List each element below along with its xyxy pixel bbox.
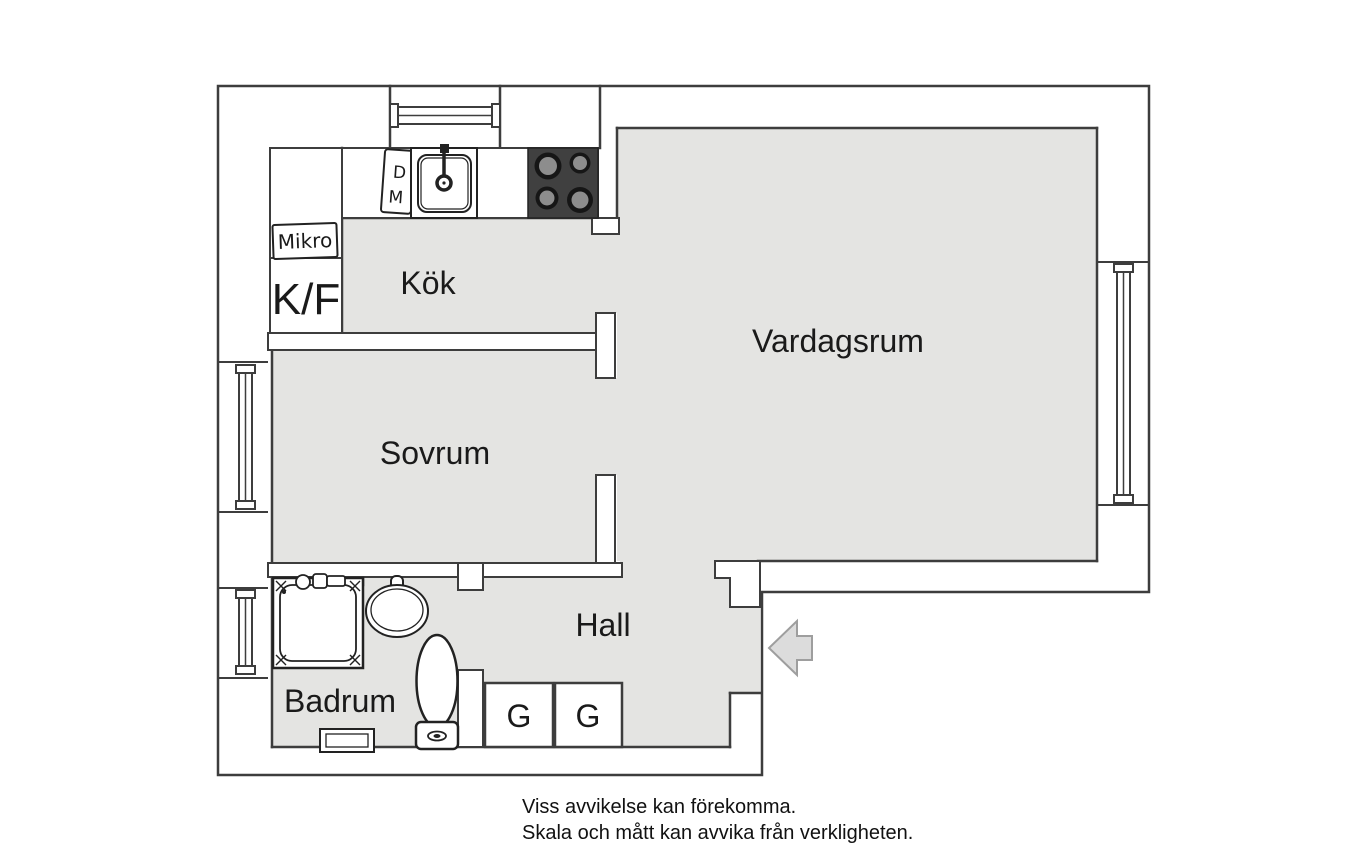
entrance-arrow-icon — [767, 618, 813, 678]
microwave-icon — [271, 221, 339, 261]
label-dishwasher-m: M — [388, 187, 404, 208]
wall-stub-sovrum-door-bottom — [595, 474, 616, 566]
disclaimer-line-1: Viss avvikelse kan förekomma. — [522, 796, 796, 818]
shower-mixer-icon — [282, 573, 346, 594]
opening-entrance — [730, 607, 760, 693]
radiator-icon — [319, 728, 375, 753]
outer-wall-outline — [216, 84, 1151, 777]
disclaimer: Viss avvikelse kan förekomma. Skala och … — [522, 796, 913, 844]
wall-stub-below-stove — [591, 217, 620, 235]
room-vardagsrum — [617, 128, 1097, 561]
windows — [218, 103, 1149, 679]
label-kok: Kök — [400, 265, 456, 301]
opening-vardagsrum-hall — [620, 559, 715, 579]
opening-sovrum-door — [596, 378, 619, 475]
wall-badrum-door-jamb — [457, 562, 484, 591]
label-wardrobe-right: G — [576, 698, 601, 734]
window-icon-kitchen — [389, 103, 501, 128]
wall-entry — [714, 560, 761, 608]
label-dishwasher-d: D — [392, 163, 406, 184]
wardrobes — [483, 681, 624, 749]
label-badrum: Badrum — [284, 683, 396, 719]
wardrobe-left-box — [483, 681, 555, 749]
wall-kok-sovrum — [267, 332, 599, 351]
label-vardagsrum: Vardagsrum — [752, 323, 924, 359]
label-hall: Hall — [575, 607, 630, 643]
label-fridge-freezer: K/F — [272, 275, 340, 324]
stove-burners — [534, 152, 593, 213]
washbasin-icon — [365, 575, 429, 638]
opening-kok-vardagsrum — [596, 233, 619, 313]
kitchen-fixtures — [270, 144, 599, 261]
room-sovrum — [272, 350, 597, 563]
toilet-icon — [414, 633, 460, 751]
room-kok — [342, 218, 598, 333]
wall-stub-sovrum-door-top — [595, 312, 616, 379]
shower-corner-marks — [275, 580, 361, 666]
wardrobe-right-box — [553, 681, 624, 749]
window-icon-vardagsrum — [1097, 261, 1149, 506]
label-sovrum: Sovrum — [380, 435, 490, 471]
labels: Kök Vardagsrum Sovrum Hall Badrum K/F G … — [272, 163, 924, 734]
shower-icon — [271, 573, 365, 670]
bathroom-fixtures — [271, 573, 460, 753]
wall-badrum-toilet-stub — [457, 669, 484, 748]
window-icon-badrum — [218, 587, 268, 679]
label-wardrobe-left: G — [507, 698, 532, 734]
stove-icon — [527, 147, 599, 219]
kitchen-sink-icon — [410, 144, 478, 219]
label-microwave: Mikro — [277, 228, 332, 254]
disclaimer-line-2: Skala och mått kan avvika från verklighe… — [522, 822, 913, 844]
wall-sovrum-hall — [267, 562, 623, 578]
window-icon-sovrum — [218, 361, 268, 513]
